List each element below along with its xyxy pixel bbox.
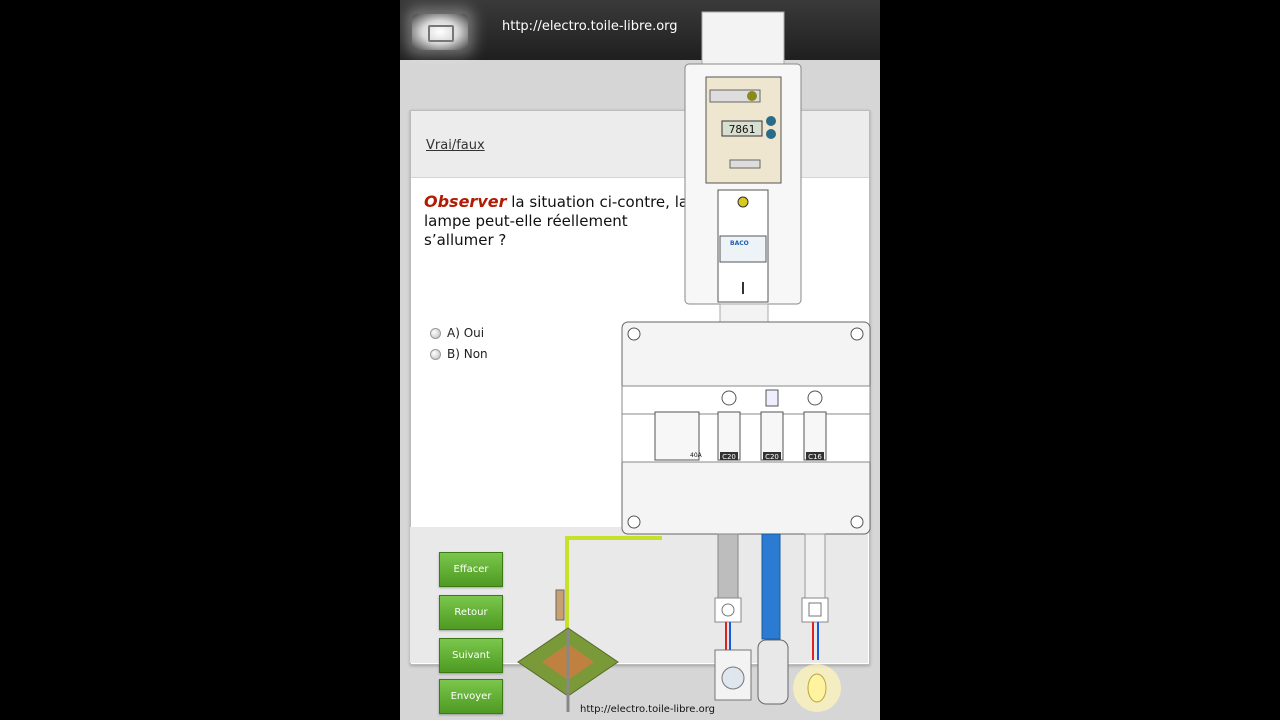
- button-area: Effacer Retour Suivant Envoyer: [410, 527, 868, 714]
- lamp-icon: [807, 673, 827, 703]
- screw-icon: [627, 515, 641, 529]
- quiz-type-label: Vrai/faux: [426, 138, 485, 153]
- home-icon: [428, 25, 454, 42]
- ground-wire: [565, 536, 662, 640]
- main-breaker-rating: 40A: [690, 452, 703, 459]
- meter-display: [721, 120, 763, 137]
- meter-reading: 7861: [729, 123, 756, 136]
- socket-icon: [721, 603, 735, 617]
- differential-switch: [654, 411, 700, 461]
- rating-plate: [720, 452, 738, 460]
- option-a[interactable]: A) Oui: [430, 326, 484, 340]
- option-b-label: B) Non: [447, 347, 488, 361]
- breaker-group: C20 C20 C16: [717, 411, 827, 461]
- clear-button[interactable]: Effacer: [439, 552, 503, 587]
- electrical-installation-illustration: 7861 BACO 40A C20 C20 C16: [517, 11, 871, 712]
- water-heater-icon: [757, 639, 789, 705]
- meter-label-strip: [709, 89, 761, 103]
- next-button[interactable]: Suivant: [439, 638, 503, 673]
- meter-button-icon: [766, 129, 776, 139]
- back-button[interactable]: Retour: [439, 595, 503, 630]
- cable-duct: [701, 11, 785, 65]
- site-url[interactable]: http://electro.toile-libre.org: [502, 19, 678, 34]
- breaker-label: [719, 235, 767, 263]
- screw-icon: [627, 327, 641, 341]
- flexible-conduit: [761, 533, 781, 640]
- cable-conduit: [717, 533, 739, 599]
- home-button[interactable]: [412, 14, 468, 50]
- socket-icon: [721, 390, 737, 406]
- send-button[interactable]: Envoyer: [439, 679, 503, 714]
- breaker-rating: C16: [808, 453, 822, 461]
- water-heater-icon: [765, 389, 779, 407]
- meter-foot: [729, 159, 761, 169]
- washer-door-icon: [721, 666, 745, 690]
- question-body: la situation ci-contre, la lampe peut-el…: [424, 193, 689, 249]
- radio-icon[interactable]: [430, 327, 441, 339]
- app-stage: http://electro.toile-libre.org Vrai/faux…: [400, 0, 880, 720]
- top-bar: http://electro.toile-libre.org: [400, 0, 880, 60]
- footer-url[interactable]: http://electro.toile-libre.org: [580, 704, 716, 715]
- ground-connector: [555, 589, 565, 621]
- radio-icon[interactable]: [430, 348, 441, 360]
- cable-duct: [719, 303, 769, 325]
- screw-icon: [850, 327, 864, 341]
- question-text: Observer la situation ci-contre, la lamp…: [424, 192, 694, 250]
- cable-conduit: [804, 533, 826, 599]
- option-a-label: A) Oui: [447, 326, 485, 340]
- option-b[interactable]: B) Non: [430, 347, 488, 361]
- bulb-icon: [807, 390, 823, 406]
- rating-plate: [763, 452, 781, 460]
- rating-plate: [806, 452, 824, 460]
- meter-led-icon: [747, 91, 757, 101]
- seal-icon: [737, 196, 749, 208]
- meter-button-icon: [766, 116, 776, 126]
- question-emphasis: Observer: [424, 192, 507, 211]
- switch-icon: [808, 602, 822, 617]
- brand-label: BACO: [730, 240, 749, 247]
- breaker-rating: C20: [722, 453, 736, 461]
- screw-icon: [850, 515, 864, 529]
- breaker-rating: C20: [765, 453, 779, 461]
